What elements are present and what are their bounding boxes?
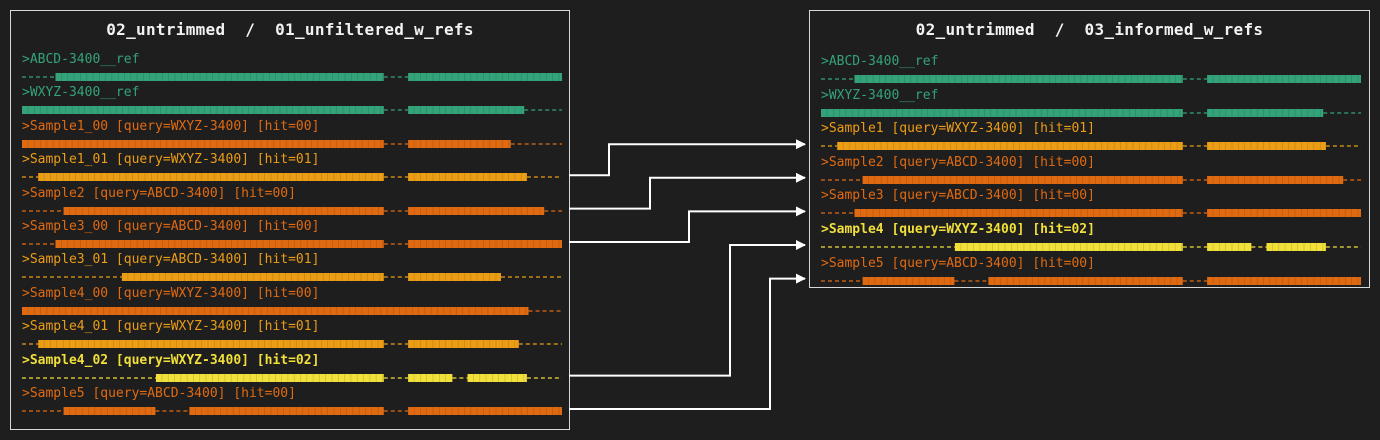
panel-title: 02_untrimmed / 03_informed_w_refs [915, 20, 1264, 39]
aligned-block [1207, 243, 1252, 251]
aligned-block [862, 276, 955, 285]
alignment-track [821, 175, 1361, 185]
alignment-track [821, 242, 1361, 252]
alignment-track [22, 172, 562, 182]
aligned-block [408, 407, 562, 415]
aligned-block [1207, 175, 1344, 184]
aligned-block [121, 273, 384, 282]
aligned-block [821, 108, 1183, 117]
sequence-label: >Sample1_01 [query=WXYZ-3400] [hit=01] [22, 152, 320, 168]
aligned-block [954, 243, 1183, 251]
alignment-track [821, 141, 1361, 151]
sequence-label: >Sample1_00 [query=WXYZ-3400] [hit=00] [22, 118, 320, 134]
sequence-label: >ABCD-3400__ref [22, 52, 140, 67]
aligned-block [1207, 108, 1324, 117]
alignment-track [22, 206, 562, 216]
aligned-block [155, 373, 384, 382]
aligned-block [1207, 75, 1361, 83]
sequence-label: >Sample2 [query=ABCD-3400] [hit=00] [22, 185, 296, 201]
alignment-track [22, 406, 562, 416]
alignment-track [22, 306, 562, 316]
sequence-label: >WXYZ-3400__ref [821, 87, 939, 103]
connector-arrow [569, 139, 806, 177]
alignment-panel-unfiltered: 02_untrimmed / 01_unfiltered_w_refs >ABC… [10, 10, 570, 430]
aligned-block [55, 73, 384, 81]
aligned-block [988, 276, 1183, 285]
alignment-track [22, 373, 562, 383]
aligned-block [408, 106, 525, 115]
aligned-block [854, 209, 1183, 218]
alignment-track [821, 208, 1361, 218]
sequence-label: >Sample1 [query=WXYZ-3400] [hit=01] [821, 121, 1095, 137]
aligned-block [854, 75, 1183, 83]
aligned-block [63, 407, 156, 415]
connector-arrow [569, 172, 806, 210]
aligned-block [467, 373, 527, 382]
sequence-label: >Sample4_01 [query=WXYZ-3400] [hit=01] [22, 319, 320, 335]
alignment-track [821, 74, 1361, 84]
connector-arrow [569, 273, 806, 410]
sequence-label: >Sample4_02 [query=WXYZ-3400] [hit=02] [22, 352, 320, 368]
connector-arrow [569, 240, 806, 377]
connector-arrow [569, 206, 806, 243]
alignment-track [22, 272, 562, 282]
aligned-block [408, 73, 562, 81]
aligned-block [408, 139, 511, 148]
sequence-label: >ABCD-3400__ref [821, 54, 939, 69]
aligned-block [408, 373, 453, 382]
sequence-label: >Sample5 [query=ABCD-3400] [hit=00] [22, 386, 296, 401]
alignment-track [22, 139, 562, 149]
aligned-block [408, 173, 527, 182]
aligned-block [38, 340, 384, 349]
sequence-label: >Sample2 [query=ABCD-3400] [hit=00] [821, 154, 1095, 170]
sequence-label: >WXYZ-3400__ref [22, 85, 140, 101]
aligned-block [837, 142, 1183, 151]
aligned-block [1266, 243, 1326, 251]
alignment-track [22, 72, 562, 82]
aligned-block [189, 407, 384, 415]
sequence-label: >Sample3_00 [query=ABCD-3400] [hit=00] [22, 219, 320, 234]
alignment-track [22, 239, 562, 249]
aligned-block [63, 206, 384, 215]
aligned-block [55, 240, 384, 248]
panel-title: 02_untrimmed / 01_unfiltered_w_refs [106, 20, 474, 39]
aligned-block [408, 340, 519, 349]
sequence-label: >Sample5 [query=ABCD-3400] [hit=00] [821, 255, 1095, 271]
aligned-block [22, 139, 384, 148]
aligned-block [408, 273, 501, 282]
sequence-label: >Sample4 [query=WXYZ-3400] [hit=02] [821, 222, 1095, 237]
aligned-block [862, 175, 1183, 184]
aligned-block [22, 306, 529, 315]
sequence-label: >Sample3 [query=ABCD-3400] [hit=00] [821, 188, 1095, 204]
aligned-block [1207, 142, 1326, 151]
aligned-block [22, 106, 384, 115]
alignment-panel-informed: 02_untrimmed / 03_informed_w_refs >ABCD-… [809, 10, 1370, 288]
aligned-block [1207, 209, 1361, 218]
aligned-block [408, 206, 545, 215]
aligned-block [1207, 276, 1361, 285]
alignment-track [22, 339, 562, 349]
sequence-label: >Sample3_01 [query=ABCD-3400] [hit=01] [22, 252, 320, 268]
alignment-track [22, 105, 562, 115]
alignment-track [821, 276, 1361, 286]
alignment-track [821, 108, 1361, 118]
aligned-block [38, 173, 384, 182]
aligned-block [408, 240, 562, 248]
sequence-label: >Sample4_00 [query=WXYZ-3400] [hit=00] [22, 285, 320, 301]
